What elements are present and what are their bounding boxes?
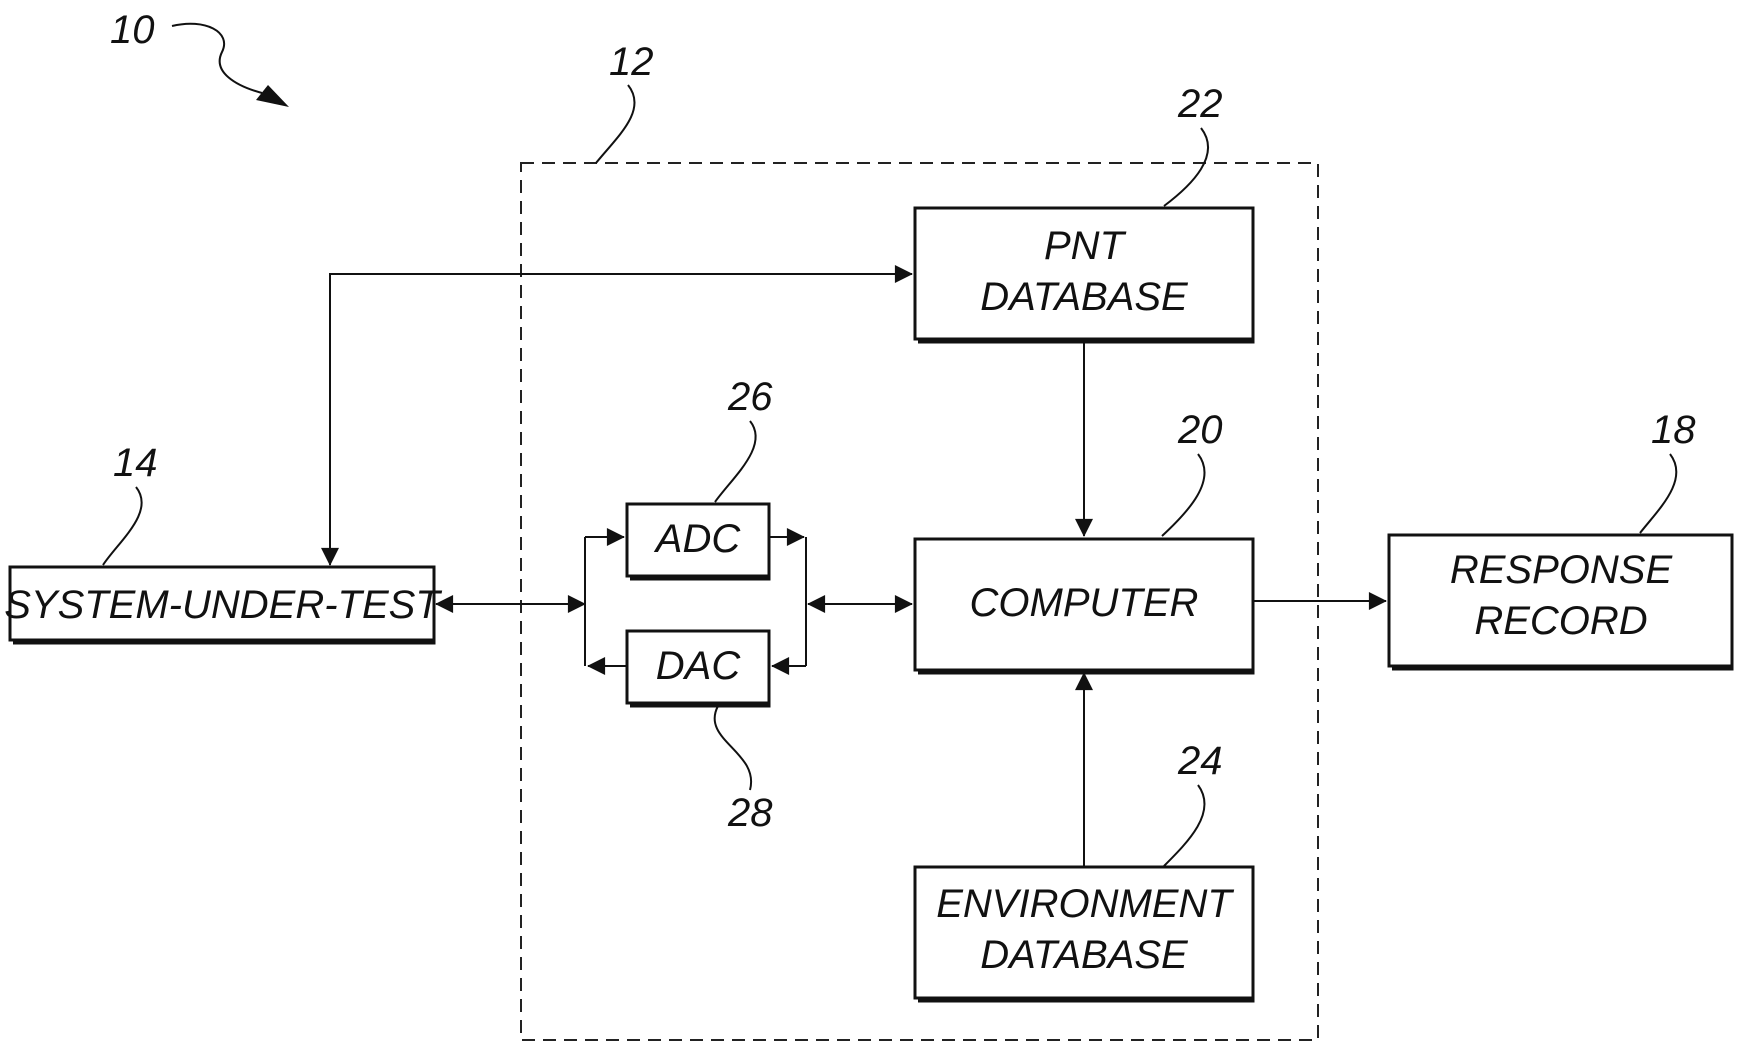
dac-label: DAC	[656, 644, 742, 688]
pnt-database-block: PNT DATABASE	[915, 208, 1253, 342]
pnt-database-label-line2: DATABASE	[980, 275, 1189, 319]
ref-numeral-22: 22	[1177, 82, 1223, 126]
ref-24: 24	[1164, 739, 1223, 866]
dac-block: DAC	[627, 631, 769, 706]
adc-label: ADC	[654, 517, 742, 561]
environment-database-block: ENVIRONMENT DATABASE	[915, 867, 1253, 1001]
ref-numeral-14: 14	[113, 441, 158, 485]
system-under-test-block: SYSTEM-UNDER-TEST	[4, 567, 442, 643]
ref-26: 26	[715, 375, 773, 502]
adc-block: ADC	[627, 504, 769, 579]
ref-numeral-26: 26	[727, 375, 773, 419]
environment-database-label-line1: ENVIRONMENT	[936, 882, 1234, 926]
response-record-block: RESPONSE RECORD	[1389, 535, 1732, 669]
ref-numeral-12: 12	[609, 40, 654, 84]
system-under-test-label: SYSTEM-UNDER-TEST	[4, 583, 442, 627]
ref-10: 10	[110, 8, 289, 107]
ref-14: 14	[103, 441, 158, 565]
connector-pnt-to-sut	[330, 274, 912, 565]
response-record-label-line1: RESPONSE	[1450, 548, 1674, 592]
ref-numeral-10: 10	[110, 8, 155, 52]
ref-12: 12	[596, 40, 654, 163]
ref-numeral-18: 18	[1651, 408, 1696, 452]
ref-numeral-28: 28	[727, 791, 773, 835]
ref-28: 28	[715, 706, 774, 835]
ref-22: 22	[1164, 82, 1223, 206]
computer-block: COMPUTER	[915, 539, 1253, 673]
ref-numeral-24: 24	[1177, 739, 1223, 783]
computer-label: COMPUTER	[970, 581, 1199, 625]
ref-18: 18	[1640, 408, 1696, 533]
response-record-label-line2: RECORD	[1474, 599, 1647, 643]
ref-20: 20	[1162, 408, 1223, 536]
environment-database-label-line2: DATABASE	[980, 933, 1189, 977]
pnt-database-label-line1: PNT	[1044, 224, 1127, 268]
ref-numeral-20: 20	[1177, 408, 1223, 452]
